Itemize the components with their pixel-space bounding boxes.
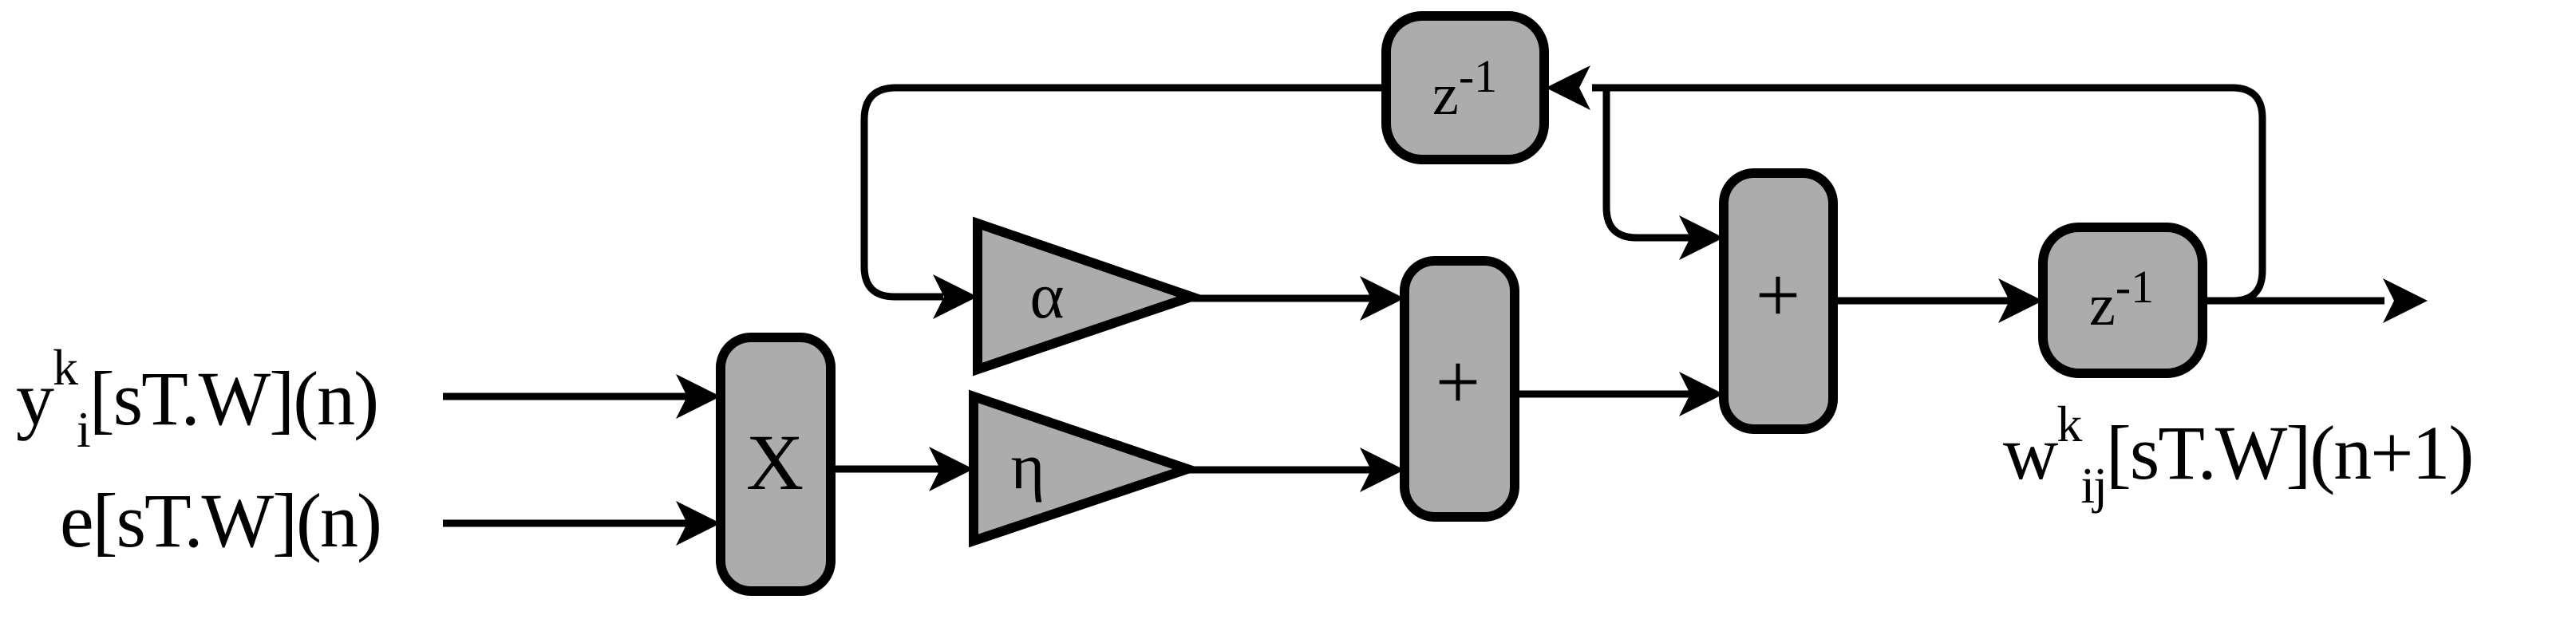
gain-alpha-triangle — [973, 216, 1207, 377]
feedback-delay-base: z — [1432, 62, 1459, 128]
arrowhead-y-input — [676, 374, 721, 419]
feedback-delay-exponent: -1 — [1459, 50, 1497, 102]
input-label-y-sup: k — [53, 339, 78, 396]
multiplier-label: X — [746, 418, 804, 507]
multiplier-block — [716, 333, 836, 596]
output-delay-block — [2038, 223, 2207, 378]
arrowhead-alpha-to-adder1 — [1360, 276, 1405, 321]
output-delay-base: z — [2089, 273, 2116, 338]
adder1-plus-label: + — [1436, 337, 1480, 426]
arrowhead-final-output — [2383, 278, 2428, 323]
arrowhead-feedback-to-alpha — [933, 274, 978, 319]
gain-alpha-label: α — [1030, 259, 1065, 332]
feedback-tap-wire — [1602, 88, 1692, 242]
adder2-block — [1719, 168, 1838, 434]
adder1-block — [1400, 256, 1519, 522]
arrowhead-eta-to-adder1 — [1360, 447, 1405, 492]
arrowhead-into-feedback-delay — [1546, 65, 1590, 110]
arrowhead-mult-to-eta — [929, 447, 974, 491]
output-label-w-rest: [sT.W](n+1) — [2106, 410, 2473, 495]
feedback-delay-block — [1381, 11, 1549, 164]
input-label-y: yki[sT.W](n) — [16, 339, 377, 458]
arrowhead-adder2-to-delay — [1998, 278, 2043, 323]
input-label-e: e[sT.W](n) — [60, 478, 381, 563]
output-label-w-sup: k — [2056, 396, 2082, 452]
output-label-w: wkij[sT.W](n+1) — [2003, 396, 2472, 514]
arrowhead-adder1-to-adder2 — [1679, 372, 1724, 416]
adder2-plus-label: + — [1756, 250, 1800, 339]
feedback-delay-label: z-1 — [1432, 50, 1497, 128]
input-label-y-rest: [sT.W](n) — [89, 356, 377, 441]
input-label-y-base: y — [16, 356, 54, 441]
output-delay-label: z-1 — [2089, 261, 2154, 338]
output-label-w-sub: ij — [2080, 457, 2106, 514]
feedback-wire-right — [1592, 84, 2266, 305]
arrowhead-tap-to-adder2 — [1679, 215, 1724, 260]
gain-eta-triangle — [969, 389, 1203, 548]
output-delay-exponent: -1 — [2116, 261, 2154, 313]
output-label-w-base: w — [2003, 410, 2058, 495]
gain-eta-label: η — [1011, 430, 1045, 503]
feedback-wire-left — [860, 84, 1386, 301]
input-label-y-sub: i — [77, 401, 90, 458]
arrowhead-e-input — [676, 501, 721, 546]
